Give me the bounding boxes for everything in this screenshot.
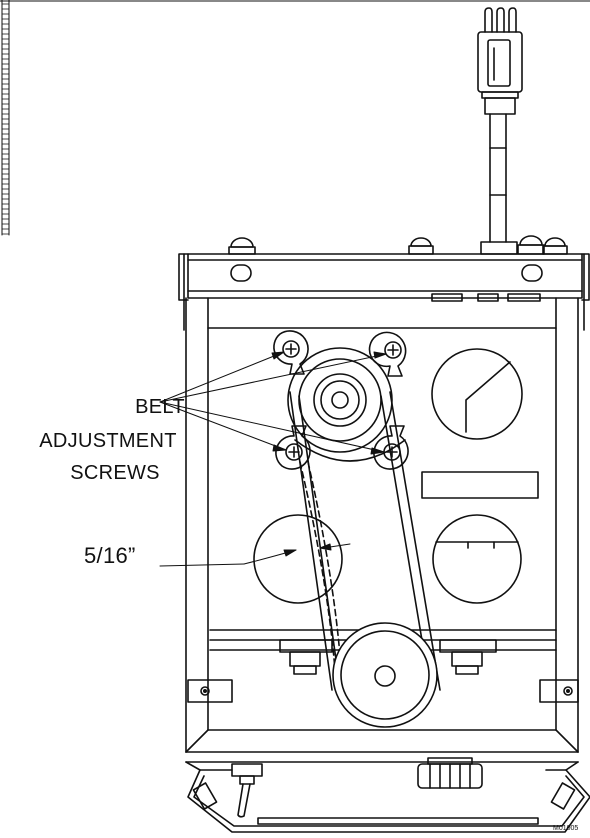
adjustment-screws [273, 330, 409, 470]
base-feet [185, 761, 590, 833]
power-cord-plug [477, 7, 523, 255]
screws-label: SCREWS [70, 462, 160, 484]
lower-bolts [279, 639, 497, 675]
cabinet-body [185, 297, 579, 763]
top-rail [178, 253, 590, 331]
adjustment-label: ADJUSTMENT [39, 430, 177, 452]
control-knob [417, 757, 483, 789]
leader-lines [159, 351, 387, 567]
figure-id: M01005 [553, 825, 579, 832]
drive-pulley [332, 622, 438, 728]
label-plate [421, 471, 539, 499]
toggle-switch [231, 763, 263, 818]
circular-cutouts [253, 348, 523, 604]
side-brackets [187, 679, 579, 703]
dimension-label: 5/16” [84, 543, 136, 568]
page-border [0, 0, 590, 236]
belt-label: BELT [135, 396, 185, 418]
